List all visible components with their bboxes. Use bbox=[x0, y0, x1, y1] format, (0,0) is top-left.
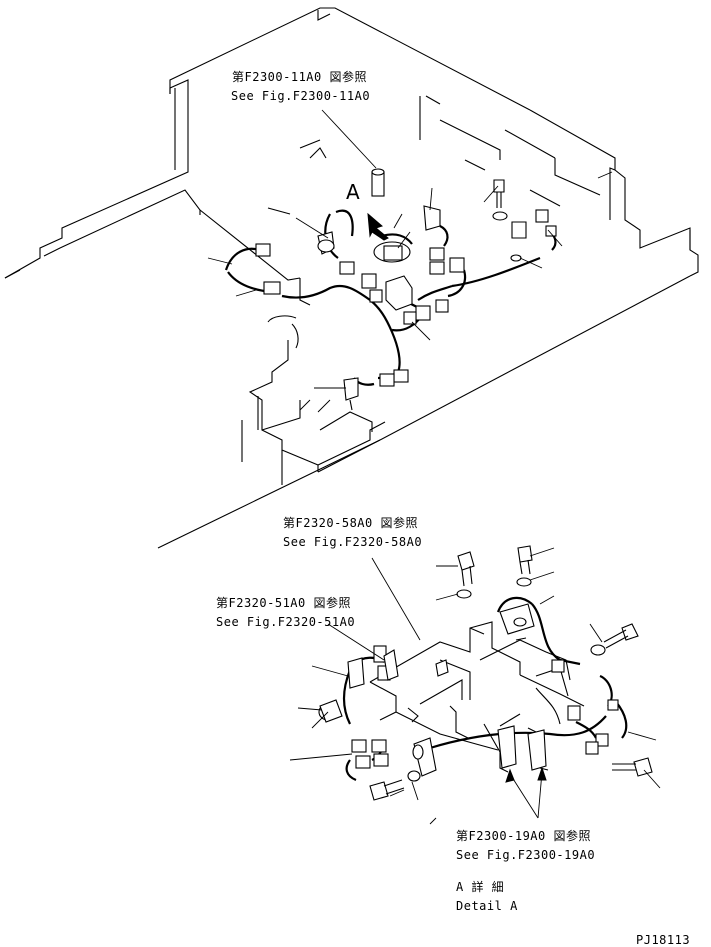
bracket-tab bbox=[383, 649, 399, 681]
upper-components bbox=[255, 168, 557, 411]
detail-caption: A 詳 細 Detail A bbox=[456, 879, 518, 913]
relay bbox=[385, 275, 413, 311]
connector bbox=[263, 281, 281, 295]
arrowhead bbox=[537, 766, 547, 781]
connector bbox=[435, 299, 449, 313]
ref-jp-text: 第F2320-58A0 図参照 bbox=[283, 515, 418, 530]
drawing-number: PJ18113 bbox=[636, 933, 690, 947]
bolt-head bbox=[517, 545, 533, 563]
view-arrow bbox=[367, 212, 389, 241]
connector bbox=[393, 369, 409, 383]
bolt-head bbox=[457, 551, 475, 571]
bolt-head bbox=[493, 179, 505, 193]
connector bbox=[403, 311, 417, 325]
connector bbox=[551, 659, 565, 673]
o-ring bbox=[510, 254, 522, 262]
lower-wiring-harness bbox=[342, 596, 628, 782]
detail-jp-text: A 詳 細 bbox=[456, 879, 504, 894]
connector bbox=[379, 373, 395, 387]
ref-en-text: See Fig.F2320-58A0 bbox=[283, 535, 422, 549]
connector bbox=[607, 699, 619, 711]
washer bbox=[516, 577, 532, 587]
lower-bracket-outline bbox=[369, 621, 585, 773]
connector bbox=[535, 209, 549, 223]
switch bbox=[347, 657, 365, 689]
bolt-head bbox=[633, 757, 653, 777]
connector bbox=[415, 305, 431, 321]
connector bbox=[361, 273, 377, 289]
pressure-switch bbox=[423, 205, 441, 231]
upper-leader-lines bbox=[207, 109, 563, 389]
arrowhead bbox=[505, 768, 515, 783]
switch-cap bbox=[513, 617, 527, 627]
sensor bbox=[343, 377, 359, 401]
bolt-head bbox=[369, 781, 389, 801]
bolt-head bbox=[621, 623, 639, 641]
connector bbox=[429, 247, 445, 261]
washer bbox=[456, 589, 472, 599]
reference-label-f2320-58a0: 第F2320-58A0 図参照 See Fig.F2320-58A0 bbox=[283, 515, 422, 549]
connector bbox=[339, 261, 355, 275]
reference-label-f2300-19a0: 第F2300-19A0 図参照 See Fig.F2300-19A0 bbox=[456, 828, 595, 862]
valve-sensor bbox=[511, 221, 527, 239]
washer bbox=[590, 644, 606, 656]
sensor-body bbox=[383, 245, 403, 261]
connector bbox=[595, 733, 609, 747]
connector bbox=[369, 289, 383, 303]
limit-switch bbox=[497, 725, 517, 769]
ref-en-text: See Fig.F2300-19A0 bbox=[456, 848, 595, 862]
washer bbox=[407, 770, 421, 782]
bracket-tab bbox=[435, 659, 449, 677]
switch-body bbox=[319, 699, 343, 723]
lower-components bbox=[318, 545, 653, 801]
ref-jp-text: 第F2300-11A0 図参照 bbox=[232, 69, 367, 84]
ref-en-text: See Fig.F2300-11A0 bbox=[231, 89, 370, 103]
ref-en-text: See Fig.F2320-51A0 bbox=[216, 615, 355, 629]
reference-label-f2300-11a0: 第F2300-11A0 図参照 See Fig.F2300-11A0 bbox=[231, 69, 370, 103]
washer bbox=[492, 211, 508, 221]
limit-switch bbox=[527, 729, 547, 771]
connector bbox=[449, 257, 465, 273]
ref-jp-text: 第F2320-51A0 図参照 bbox=[216, 595, 351, 610]
upper-body-outline bbox=[4, 7, 699, 549]
connector bbox=[351, 739, 367, 753]
connector bbox=[371, 739, 387, 753]
sensor-plug-top bbox=[371, 168, 385, 176]
connector bbox=[255, 243, 271, 257]
lower-leader-lines bbox=[289, 547, 661, 825]
connector bbox=[355, 755, 371, 769]
connector bbox=[373, 753, 389, 767]
view-marker-label: A bbox=[346, 180, 360, 204]
ref-jp-text: 第F2300-19A0 図参照 bbox=[456, 828, 591, 843]
connector bbox=[585, 741, 599, 755]
reference-label-f2320-51a0: 第F2320-51A0 図参照 See Fig.F2320-51A0 bbox=[216, 595, 355, 629]
detail-en-text: Detail A bbox=[456, 899, 518, 913]
connector bbox=[429, 261, 445, 275]
connector bbox=[567, 705, 581, 721]
sensor-plug bbox=[371, 171, 385, 197]
limit-switch-roller bbox=[412, 744, 424, 760]
switch-nut bbox=[317, 239, 335, 253]
connector bbox=[545, 225, 557, 237]
